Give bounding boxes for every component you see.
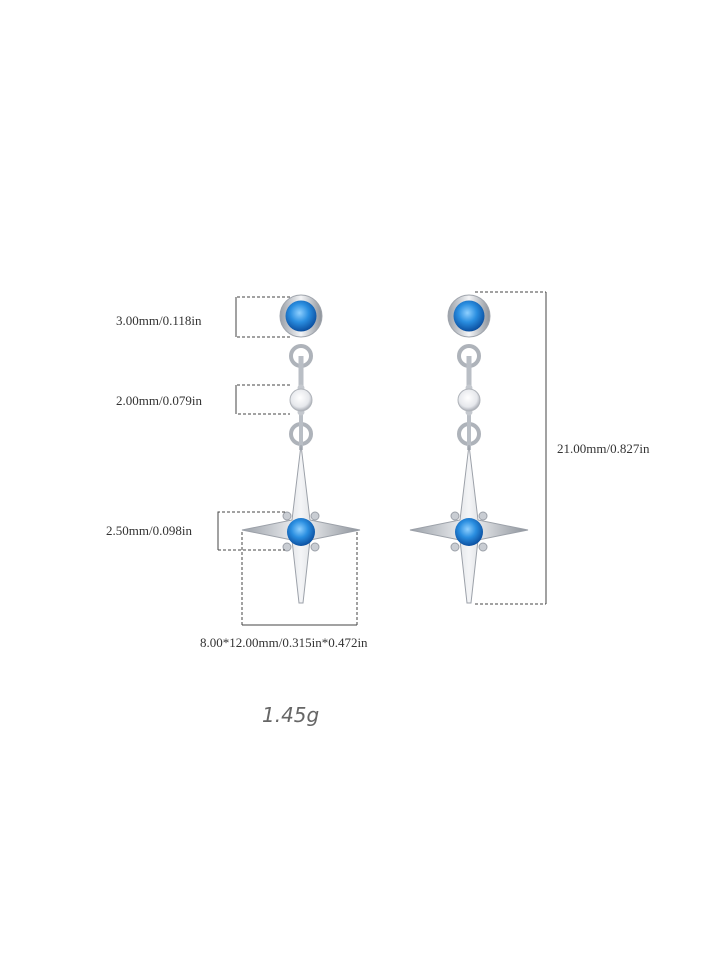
dimension-lines [217,291,547,626]
top-stone-dimension: 3.00mm/0.118in [116,313,202,328]
right-earring [408,293,530,605]
star-stone-dimension: 2.50mm/0.098in [106,523,192,538]
left-earring [240,293,362,605]
total-length-dimension: 21.00mm/0.827in [557,441,650,456]
middle-stone-dimension: 2.00mm/0.079in [116,393,202,408]
weight-label: 1.45g [262,703,320,727]
star-size-dimension: 8.00*12.00mm/0.315in*0.472in [200,635,368,650]
